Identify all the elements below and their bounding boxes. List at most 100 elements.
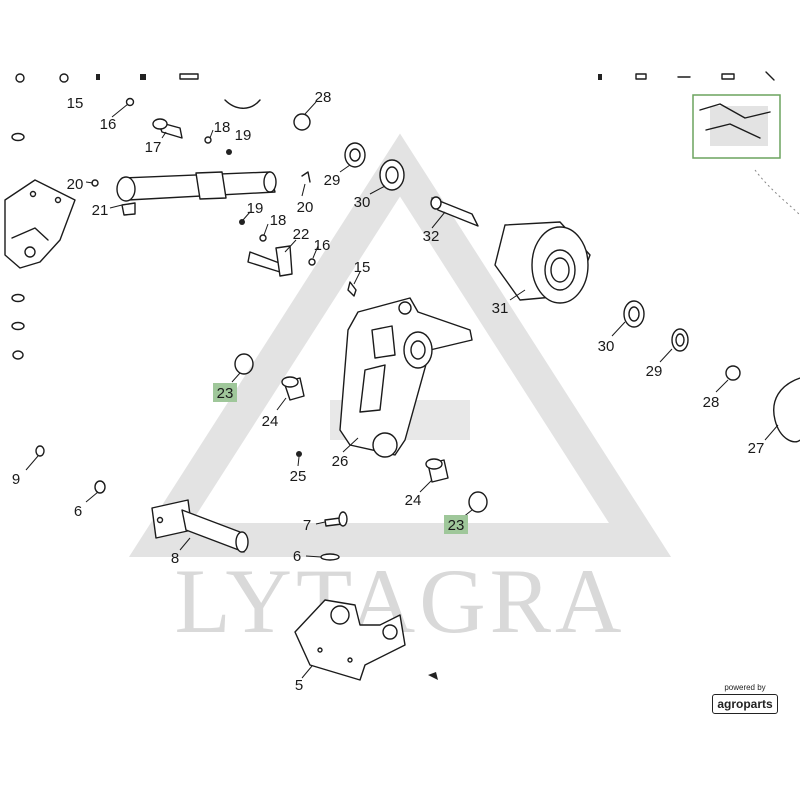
callout-7[interactable]: 7 [303,517,311,534]
callout-5[interactable]: 5 [295,677,303,694]
callout-20[interactable]: 20 [297,199,314,216]
washer-hole [675,333,685,347]
callout-24[interactable]: 24 [405,492,422,509]
callout-23[interactable]: 23 [448,517,465,534]
callout-17[interactable]: 17 [145,139,162,156]
pin-head [152,118,168,130]
callout-21[interactable]: 21 [92,202,109,219]
watermark: LYTAGRA [128,133,672,652]
nut-part [308,258,316,266]
panel-icon[interactable] [721,73,735,80]
callout-highlight [444,515,468,534]
callout-19[interactable]: 19 [247,200,264,217]
bearing-part [623,300,645,328]
callout-20[interactable]: 20 [67,176,84,193]
agroparts-badge[interactable]: powered by agroparts [706,683,784,714]
snap-ring-part [234,353,254,375]
callout-29[interactable]: 29 [324,172,341,189]
washer-part [11,132,25,142]
disc-part [773,377,800,443]
washer-part [11,321,25,331]
fit-icon[interactable] [96,74,100,80]
minimap-viewport [710,106,768,146]
left-washers [11,132,25,360]
callout-24[interactable]: 24 [262,413,279,430]
callout-31[interactable]: 31 [492,300,509,317]
washer-part [671,328,689,352]
bearing-part [379,159,405,191]
nut-part [12,350,24,360]
minimap[interactable] [692,94,781,159]
callout-6[interactable]: 6 [74,503,82,520]
swing-arm-part [339,297,473,458]
callout-16[interactable]: 16 [100,116,117,133]
roller-part [494,221,591,304]
callout-27[interactable]: 27 [748,440,765,457]
callout-28[interactable]: 28 [315,89,332,106]
callout-30[interactable]: 30 [598,338,615,355]
agroparts-logo[interactable]: agroparts [712,694,778,714]
callout-29[interactable]: 29 [646,363,663,380]
washer-part [35,445,45,457]
callout-32[interactable]: 32 [423,228,440,245]
washer-part [259,234,267,242]
callout-22[interactable]: 22 [293,226,310,243]
bolt-part [347,281,357,297]
offscreen-part-arc [224,99,261,109]
grease-nipple-part [239,219,245,225]
pivot-pin-part [151,499,249,553]
nut-part [428,672,438,680]
bolt-plate [275,245,293,277]
washer-part [344,142,366,168]
expand-icon[interactable] [635,73,647,80]
callout-25[interactable]: 25 [290,468,307,485]
callout-highlight [213,383,237,402]
bushing-part [725,365,741,381]
left-bracket-eye [24,246,36,258]
callout-labels[interactable]: 15 16 17 18 19 28 20 21 19 18 20 22 16 2… [12,89,765,694]
zoom-out-icon[interactable] [59,73,69,83]
zoom-in-icon[interactable] [15,73,25,83]
shaft-part [116,171,277,216]
callout-16[interactable]: 16 [314,237,331,254]
fitting-part [301,171,311,183]
bolt-head [338,511,348,527]
grease-nipple-part [226,149,232,155]
lower-bracket-part [294,599,406,681]
print-icon[interactable] [140,74,146,80]
leader-lines [25,101,779,679]
grease-nipple-part [296,451,302,457]
callout-18[interactable]: 18 [270,212,287,229]
watermark-triangle [128,133,672,557]
washer-hole [349,148,361,162]
callout-23[interactable]: 23 [217,385,234,402]
left-bracket-hole [54,196,62,204]
callout-6[interactable]: 6 [293,548,301,565]
callout-8[interactable]: 8 [171,550,179,567]
washer-part [94,480,106,494]
callout-19[interactable]: 19 [235,127,252,144]
callout-9[interactable]: 9 [12,471,20,488]
nut-part [125,97,135,107]
bearing-bore [385,166,399,184]
close-icon[interactable] [765,71,775,81]
bushing-part [293,113,311,131]
info-icon[interactable] [598,74,602,80]
callout-28[interactable]: 28 [703,394,720,411]
callout-15[interactable]: 15 [354,259,371,276]
callout-18[interactable]: 18 [214,119,231,136]
callout-15[interactable]: 15 [67,95,84,112]
bushing-end [425,458,443,470]
callout-30[interactable]: 30 [354,194,371,211]
offscreen-outline [754,169,800,216]
washer-part [204,136,212,144]
window-icon[interactable] [179,73,199,80]
powered-by-text: powered by [724,683,766,692]
snap-ring-part [468,491,488,513]
toolbar-strip[interactable] [15,71,775,83]
callout-26[interactable]: 26 [332,453,349,470]
left-bracket-hole [29,190,37,198]
bearing-bore [628,306,640,322]
